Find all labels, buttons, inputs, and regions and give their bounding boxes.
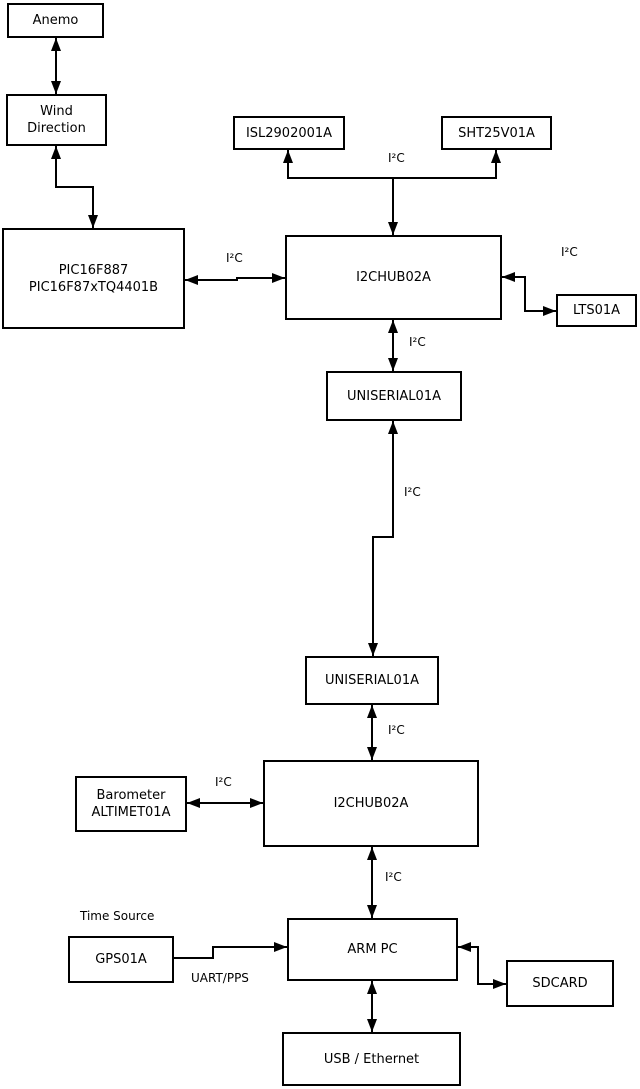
node-i2c-hub-bottom: I2CHUB02A <box>263 760 479 847</box>
node-isl: ISL2902001A <box>233 116 345 150</box>
node-i2c-hub-bottom-label: I2CHUB02A <box>333 796 409 811</box>
node-sht: SHT25V01A <box>441 116 552 150</box>
node-arm-pc-label: ARM PC <box>347 942 398 957</box>
node-pic-label-line2: PIC16F87xTQ4401B <box>28 279 159 295</box>
node-sdcard: SDCARD <box>506 960 614 1007</box>
edge-label-i2c-uniserial-hub2: I²C <box>388 723 405 737</box>
edge-label-i2c-hub-uniserial: I²C <box>409 335 426 349</box>
node-wind-direction-label-line2: Direction <box>27 121 86 136</box>
edge-uniserial-bottom-i2chub-bottom <box>367 705 377 760</box>
edge-anemo-wind-direction <box>51 38 61 94</box>
edge-i2chub-top-sensors <box>283 150 501 235</box>
node-gps-label: GPS01A <box>95 952 147 967</box>
node-wind-direction-label-line1: Wind <box>40 104 73 119</box>
edge-i2chub-top-uniserial-top <box>388 320 398 371</box>
edge-gps-armpc <box>174 942 287 959</box>
edge-uniserial-link <box>368 421 398 656</box>
node-barometer-label-line1: Barometer <box>96 788 166 803</box>
node-sdcard-label: SDCARD <box>532 976 588 991</box>
edge-label-i2c-uniserial-link: I²C <box>404 485 421 499</box>
node-wind-direction: Wind Direction <box>6 94 107 146</box>
node-arm-pc: ARM PC <box>287 918 458 981</box>
node-gps: GPS01A <box>68 936 174 983</box>
edge-barometer-i2chub-bottom <box>187 798 263 808</box>
edge-label-i2c-sensors: I²C <box>388 151 405 165</box>
node-i2c-hub-top-label: I2CHUB02A <box>356 270 431 285</box>
node-lts: LTS01A <box>556 294 637 327</box>
node-lts-label: LTS01A <box>572 303 621 318</box>
node-usb-ethernet: USB / Ethernet <box>282 1032 461 1086</box>
node-anemo-label: Anemo <box>32 13 79 28</box>
node-pic-label-line1: PIC16F887 <box>58 262 129 278</box>
node-sht-label: SHT25V01A <box>458 125 535 141</box>
node-usb-ethernet-label: USB / Ethernet <box>323 1051 420 1067</box>
edge-armpc-usb <box>367 981 377 1032</box>
edge-label-i2c-hub2-arm: I²C <box>385 870 402 884</box>
node-uniserial-top: UNISERIAL01A <box>326 371 462 421</box>
node-barometer-label-line2: ALTIMET01A <box>91 805 171 820</box>
edge-wind-direction-pic <box>51 146 98 228</box>
node-pic: PIC16F887 PIC16F87xTQ4401B <box>2 228 185 329</box>
edge-i2chub-top-lts <box>502 272 556 316</box>
edge-armpc-sdcard <box>458 942 506 989</box>
node-i2c-hub-top: I2CHUB02A <box>285 235 502 320</box>
edge-label-i2c-pic-hub: I²C <box>226 251 243 265</box>
edge-label-i2c-barometer-hub2: I²C <box>215 775 232 789</box>
edge-label-i2c-hub-lts: I²C <box>561 245 578 259</box>
node-isl-label: ISL2902001A <box>245 125 333 141</box>
edge-i2chub-bottom-armpc <box>367 847 377 918</box>
node-barometer: Barometer ALTIMET01A <box>75 776 187 832</box>
node-anemo: Anemo <box>7 3 104 38</box>
edge-label-time-source: Time Source <box>80 909 155 923</box>
edge-pic-i2chub-top <box>185 273 285 285</box>
edge-label-uart-pps: UART/PPS <box>191 971 249 985</box>
node-uniserial-top-label: UNISERIAL01A <box>347 388 441 404</box>
node-uniserial-bottom-label: UNISERIAL01A <box>325 673 419 688</box>
node-uniserial-bottom: UNISERIAL01A <box>305 656 439 705</box>
